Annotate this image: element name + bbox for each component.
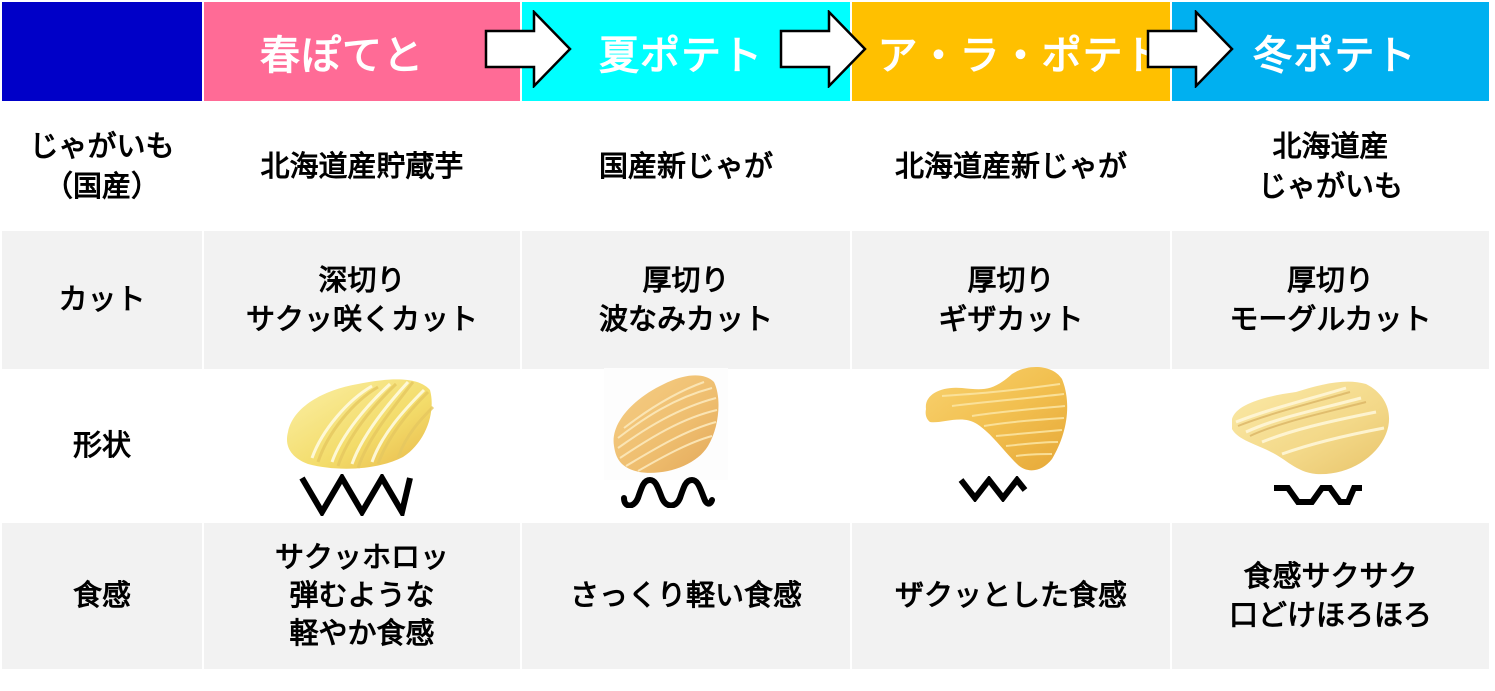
cell-text: 食感サクサク 口どけほろほろ [1228, 558, 1432, 632]
sine-wave-icon [621, 476, 715, 508]
cell-cut-spring: 深切り サクッ咲くカット [204, 231, 520, 369]
cell-texture-winter: 食感サクサク 口どけほろほろ [1172, 523, 1489, 669]
row-label-cut: カット [2, 231, 202, 369]
header-corner [2, 2, 202, 101]
cell-text: さっくり軽い食感 [569, 578, 802, 613]
header-label-summer: 夏ポテト [599, 32, 763, 79]
header-spring-potato: 春ぽてと [204, 2, 520, 101]
header-label-a-la: ア・ラ・ポテト [877, 32, 1165, 79]
wavy-chip-icon [604, 368, 728, 480]
cell-text: 厚切り モーグルカット [1229, 262, 1432, 336]
row-label-text: 食感 [72, 578, 131, 613]
deep-zigzag-icon [299, 474, 413, 516]
row-label-text: カット [58, 282, 146, 317]
cell-text: 厚切り 波なみカット [598, 262, 773, 336]
header-label-winter: 冬ポテト [1252, 32, 1417, 79]
cell-text: 北海道産 じゃがいも [1257, 129, 1403, 203]
cell-texture-spring: サクッホロッ 弾むような 軽やか食感 [204, 523, 520, 669]
row-label-text: じゃがいも （国産） [29, 129, 175, 203]
cell-cut-summer: 厚切り 波なみカット [522, 231, 850, 369]
right-arrow-icon [1146, 10, 1234, 88]
row-label-shape: 形状 [2, 370, 202, 522]
right-arrow-icon [779, 10, 867, 88]
right-arrow-icon [484, 10, 572, 88]
cell-text: 北海道産新じゃが [894, 148, 1127, 183]
row-label-potato-origin: じゃがいも （国産） [2, 103, 202, 230]
cell-cut-winter: 厚切り モーグルカット [1172, 231, 1489, 369]
row-label-text: 形状 [72, 428, 131, 463]
cell-text: ザクッとした食感 [894, 578, 1127, 613]
cell-texture-summer: さっくり軽い食感 [522, 523, 850, 669]
mogul-chip-icon [1232, 381, 1390, 475]
header-label-spring: 春ぽてと [260, 32, 424, 79]
cell-text: 厚切り ギザカット [938, 262, 1084, 336]
row-label-texture: 食感 [2, 523, 202, 669]
square-wave-icon [1274, 485, 1362, 505]
cell-origin-summer: 国産新じゃが [522, 103, 850, 230]
cell-origin-winter: 北海道産 じゃがいも [1172, 103, 1489, 230]
cell-text: 国産新じゃが [598, 148, 773, 183]
cell-texture-a-la: ザクッとした食感 [852, 523, 1170, 669]
cell-origin-a-la: 北海道産新じゃが [852, 103, 1170, 230]
header-a-la-potato: ア・ラ・ポテト [852, 2, 1170, 101]
cell-cut-a-la: 厚切り ギザカット [852, 231, 1170, 369]
zigzag-icon [958, 476, 1028, 502]
ridged-chip-icon [925, 367, 1068, 471]
cell-text: 深切り サクッ咲くカット [245, 262, 478, 336]
cell-text: サクッホロッ 弾むような 軽やか食感 [274, 540, 449, 650]
cell-text: 北海道産貯蔵芋 [260, 148, 464, 183]
deep-wavy-chip-icon [286, 379, 435, 469]
cell-origin-spring: 北海道産貯蔵芋 [204, 103, 520, 230]
